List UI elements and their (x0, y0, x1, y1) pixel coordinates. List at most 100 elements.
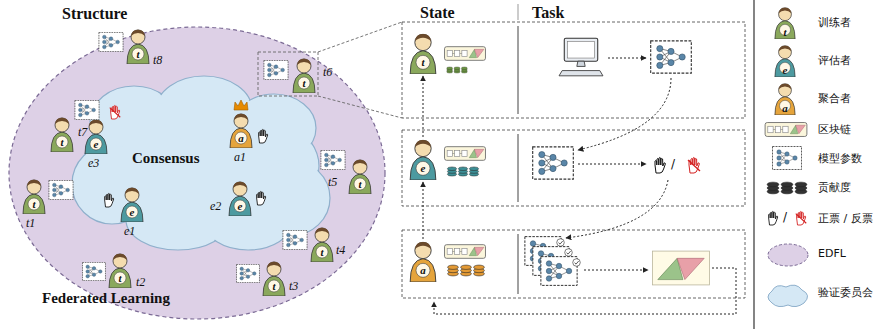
check-icon (573, 259, 581, 267)
role-letter: a (409, 264, 437, 276)
flow-arrow (434, 268, 736, 314)
role-person: tt1 (22, 178, 46, 214)
model-icon (75, 100, 99, 119)
role-letter: t (50, 136, 74, 148)
legend-icons (765, 8, 807, 225)
node-index: e2 (210, 200, 221, 213)
role-person: t (409, 32, 437, 74)
role-letter: t (409, 56, 437, 68)
person-icon (85, 120, 107, 154)
person-icon (410, 140, 436, 180)
role-person: tt7 (50, 116, 74, 152)
person-icon (23, 180, 45, 214)
model-icons (49, 32, 345, 282)
model-icon (83, 262, 106, 280)
column-dividers (518, 4, 519, 294)
person-icon (410, 242, 436, 282)
role-person: tt4 (310, 226, 334, 262)
node-index: t4 (336, 244, 345, 257)
person-icon (121, 188, 143, 222)
role-letter: t (774, 26, 796, 38)
contribution-icon (448, 265, 485, 276)
divider (518, 4, 519, 20)
flow-connector (423, 76, 424, 137)
model-icon (99, 32, 123, 51)
blockchain-icon (765, 123, 807, 137)
role-person: ee3 (84, 118, 108, 154)
role-letter: a (229, 132, 253, 144)
slash: / (783, 211, 787, 224)
legend-text: 模型参数 (818, 153, 862, 165)
approve-vote (259, 129, 268, 143)
person-icon (127, 30, 149, 64)
model-icon (533, 247, 569, 276)
flow-arrow (578, 78, 671, 150)
role-letter: e (228, 200, 252, 212)
legend-swatch (768, 285, 808, 307)
role-letter: t (262, 280, 286, 292)
region-ellipse (9, 27, 385, 319)
role-person: a (409, 240, 437, 282)
legend-text: 聚合者 (818, 93, 851, 105)
check-icon (565, 249, 573, 257)
model-icon (321, 150, 345, 169)
task-flow (434, 58, 736, 314)
role-letter: e (120, 206, 144, 218)
vote-icons (105, 100, 268, 207)
model-icon (533, 147, 574, 179)
model-icon (525, 237, 561, 266)
role-person: tt6 (292, 57, 316, 93)
role-letter: t (310, 246, 334, 258)
role-letter: t (348, 178, 372, 190)
flow-arrow (608, 58, 646, 59)
zoom-callout (258, 22, 402, 118)
legend-text: 评估者 (818, 55, 851, 67)
role-person: ee1 (120, 186, 144, 222)
contribution-icon (767, 182, 807, 194)
blockchain-icon (445, 147, 486, 161)
role-letter: t (22, 198, 46, 210)
column-header: State (420, 4, 455, 22)
person-icon (349, 160, 371, 194)
node-index: t7 (78, 126, 87, 139)
crown (234, 100, 248, 110)
flow-arrow (584, 270, 648, 271)
legend-text: 区块链 (818, 124, 851, 136)
reject-vote (796, 211, 807, 225)
person-icon (410, 34, 436, 74)
node-index: t6 (323, 66, 332, 79)
aggregate-icon (652, 251, 709, 285)
node-index: t1 (26, 217, 35, 230)
row-frame (402, 130, 745, 206)
role-person: tt2 (108, 252, 132, 288)
reject-vote (688, 158, 700, 174)
legend-text: EDFL (818, 248, 846, 260)
role-person: tt5 (348, 158, 372, 194)
person-icon (230, 114, 252, 148)
cloud-fill (73, 77, 329, 249)
legend-swatch (768, 244, 808, 266)
approve-vote (257, 191, 266, 205)
node-index: t8 (153, 54, 162, 67)
role-person: aa1 (229, 112, 253, 148)
region-title: Consensus (132, 150, 200, 167)
cloud-shape (72, 76, 330, 250)
model-icon (541, 257, 577, 286)
person-icon (109, 254, 131, 288)
blockchain-icon (445, 245, 486, 259)
role-person: ee2 (228, 180, 252, 216)
approve-vote (655, 158, 665, 174)
flow-connector (423, 182, 424, 239)
aggregator-icon (775, 84, 795, 115)
flow-arrow (566, 180, 668, 238)
row-frame (402, 230, 745, 298)
person-icon (311, 228, 333, 262)
cloud-outline (68, 74, 334, 252)
person-icon (263, 262, 285, 296)
approve-vote (105, 193, 114, 207)
computer-icon (559, 38, 603, 76)
zoom-frame (258, 52, 318, 96)
region-title: Structure (62, 5, 127, 23)
model-icon (651, 41, 692, 73)
